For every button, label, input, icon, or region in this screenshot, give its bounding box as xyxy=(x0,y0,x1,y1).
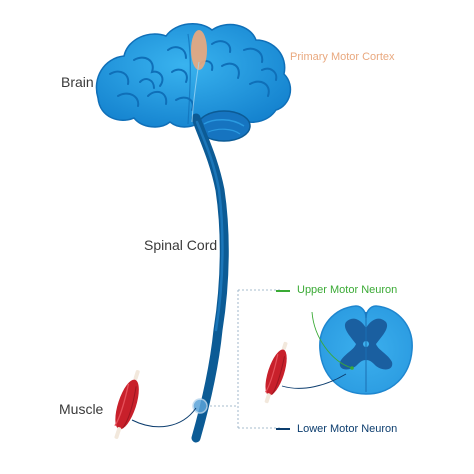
lower-motor-neuron-nerve xyxy=(131,407,197,428)
brain-midline xyxy=(187,33,191,125)
brain xyxy=(95,23,292,142)
spinal-cord-segment-highlight xyxy=(192,398,208,414)
muscle xyxy=(114,370,140,439)
lower-motor-neuron-to-small-muscle xyxy=(281,373,347,389)
upper-motor-neuron-pointer xyxy=(311,311,353,369)
callout-bracket xyxy=(206,289,282,429)
upper-motor-neuron-label: Upper Motor Neuron xyxy=(297,284,398,296)
lower-motor-neuron-label: Lower Motor Neuron xyxy=(297,423,398,435)
primary-motor-cortex-area xyxy=(191,30,207,70)
spinal-cord-label: Spinal Cord xyxy=(144,237,218,253)
muscle-label: Muscle xyxy=(59,401,104,417)
spinal-cord-cross-section xyxy=(319,305,413,395)
muscle-small xyxy=(264,341,288,404)
brain-folds xyxy=(109,40,278,111)
spinal-cord xyxy=(191,113,229,443)
upper-motor-neuron-tract xyxy=(191,61,200,123)
brain-label: Brain xyxy=(61,74,94,90)
brain-cerebrum xyxy=(95,23,292,128)
primary-motor-cortex-label: Primary Motor Cortex xyxy=(290,51,395,63)
